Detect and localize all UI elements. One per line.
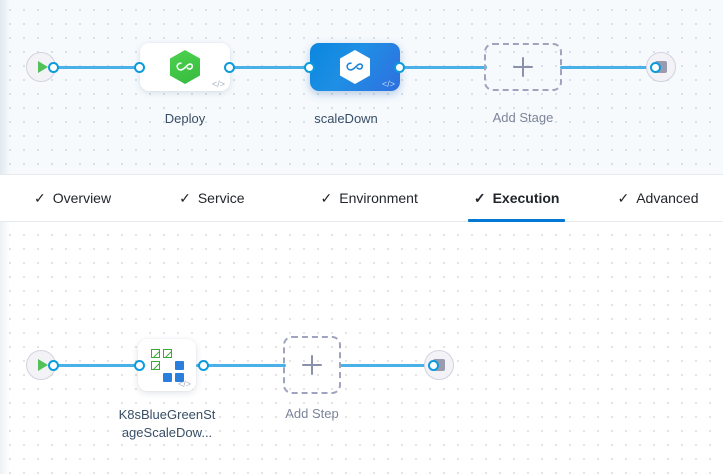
add-stage-label: Add Stage (492, 110, 554, 125)
tab-overview[interactable]: ✓ Overview (18, 175, 127, 221)
check-icon: ✓ (617, 190, 630, 206)
edge-scaledown-to-addstage (392, 66, 487, 69)
code-badge-icon: </> (211, 79, 225, 89)
port-start-out[interactable] (48, 62, 59, 73)
code-badge-icon: </> (381, 79, 395, 89)
execution-steps-canvas[interactable]: </> K8sBlueGreenSt ageScaleDow... Add St… (0, 222, 723, 474)
harness-hexagon-white-icon (340, 50, 370, 84)
edge-start-to-deploy (52, 66, 142, 69)
stage-config-tabs: ✓ Overview ✓ Service ✓ Environment ✓ Exe… (0, 174, 723, 222)
check-icon: ✓ (34, 190, 46, 206)
edge-addstep-to-end (340, 364, 435, 367)
port-deploy-out[interactable] (224, 62, 235, 73)
tab-label: Overview (52, 190, 112, 206)
play-icon (37, 359, 48, 371)
tab-label: Execution (492, 190, 560, 206)
step-label-line1: K8sBlueGreenSt (118, 407, 216, 422)
tab-label: Advanced (636, 190, 699, 206)
port-scaledown-in[interactable] (304, 62, 315, 73)
port-end-in[interactable] (650, 62, 661, 73)
port-scaledown-out[interactable] (394, 62, 405, 73)
tab-environment[interactable]: ✓ Environment (305, 175, 434, 221)
harness-hexagon-green-icon (170, 50, 200, 84)
check-icon: ✓ (179, 190, 191, 206)
stage-label-scaledown: scaleDown (314, 111, 378, 126)
port-exec-end-in[interactable] (428, 360, 439, 371)
tab-service[interactable]: ✓ Service (163, 175, 260, 221)
check-icon: ✓ (473, 190, 486, 206)
add-step-button[interactable] (283, 336, 341, 394)
tab-execution[interactable]: ✓ Execution (458, 175, 576, 222)
port-exec-start-out[interactable] (48, 360, 59, 371)
active-tab-underline (467, 219, 566, 222)
plus-icon (513, 57, 533, 77)
stage-node-scaledown[interactable]: </> (310, 43, 400, 91)
tab-label: Environment (339, 190, 418, 206)
stage-canvas[interactable]: </> Deploy </> scaleDown Add Stage (0, 0, 723, 174)
tab-advanced[interactable]: ✓ Advanced (601, 175, 714, 221)
step-node-k8s-bluegreen-scaledown[interactable]: </> (138, 339, 196, 391)
edge-addstage-to-end (560, 66, 655, 69)
play-icon (37, 61, 48, 73)
edge-deploy-to-scaledown (222, 66, 312, 69)
add-stage-button[interactable] (484, 43, 562, 91)
code-badge-icon: </> (177, 379, 191, 389)
stage-label-deploy: Deploy (164, 111, 206, 126)
check-icon: ✓ (320, 190, 333, 206)
port-step-in[interactable] (134, 360, 145, 371)
port-deploy-in[interactable] (134, 62, 145, 73)
plus-icon (302, 355, 322, 375)
edge-start-to-step (52, 364, 142, 367)
edge-step-to-addstep (196, 364, 286, 367)
tab-label: Service (197, 190, 245, 206)
step-label-line2: ageScaleDow... (121, 425, 213, 440)
stage-node-deploy[interactable]: </> (140, 43, 230, 91)
add-step-label: Add Step (285, 406, 339, 421)
port-step-out[interactable] (198, 360, 209, 371)
k8s-bluegreen-scaledown-icon (151, 349, 185, 382)
